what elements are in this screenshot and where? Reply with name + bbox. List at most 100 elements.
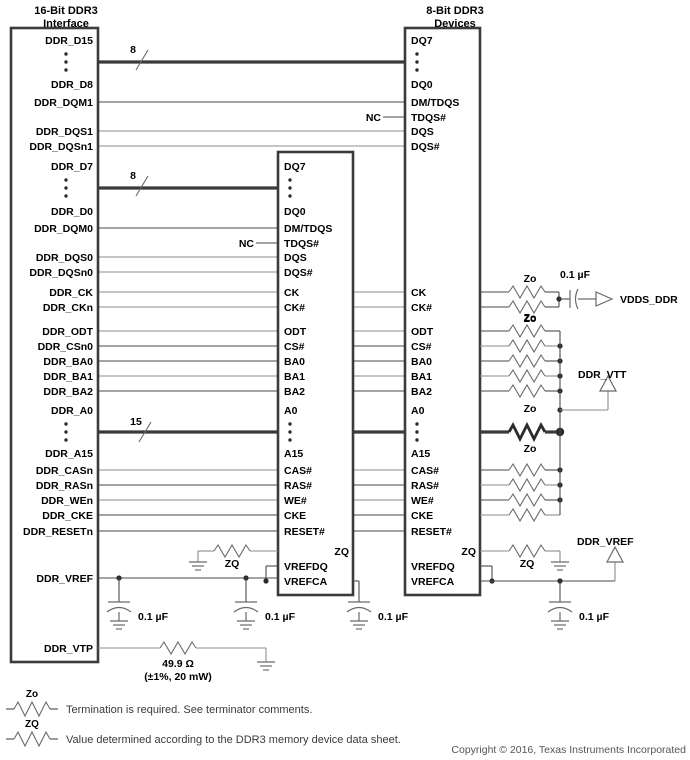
mid-pin-BA0: BA0	[284, 356, 305, 368]
right-pin-A0: A0	[411, 405, 425, 417]
nc-label-upper: NC	[366, 112, 382, 124]
soc-pin-DDR_DQSn0: DDR_DQSn0	[29, 267, 93, 279]
cap-value-1: 0.1 µF	[138, 611, 169, 623]
ddr-vref-net	[98, 575, 278, 581]
soc-pin-DDR_RESETn: DDR_RESETn	[23, 526, 93, 538]
address-bus: 15	[98, 416, 405, 443]
mid-pin-RESET#: RESET#	[284, 526, 325, 538]
right-pin-CAS#: CAS#	[411, 465, 439, 477]
right-pin-WE#: WE#	[411, 495, 434, 507]
zo-label-ckn: Zo	[524, 312, 537, 324]
soc-pin-DDR_D15: DDR_D15	[45, 35, 93, 47]
data-bus-low-byte: 8	[98, 170, 278, 197]
soc-pin-DDR_CKn: DDR_CKn	[43, 302, 93, 314]
soc-ellipsis-data-high	[64, 52, 68, 72]
mid-pin-RAS#: RAS#	[284, 480, 312, 492]
right-pin-DQ7: DQ7	[411, 35, 433, 47]
net-label-ddr-vtt: DDR_VTT	[578, 369, 627, 381]
legend-symbol-zq: ZQ	[25, 719, 39, 730]
bus-width-label-low: 8	[130, 170, 136, 182]
mid-pin-BA2: BA2	[284, 386, 305, 398]
right-pin-ODT: ODT	[411, 326, 434, 338]
ground-symbol-zq-right	[551, 561, 569, 571]
right-pin-CKE: CKE	[411, 510, 433, 522]
right-pin-CK: CK	[411, 287, 427, 299]
copyright-notice: Copyright © 2016, Texas Instruments Inco…	[451, 744, 686, 756]
vtp-resistor-tolerance: (±1%, 20 mW)	[144, 671, 212, 683]
soc-pin-DDR_BA0: DDR_BA0	[43, 356, 93, 368]
zo-label-ck: Zo	[524, 273, 537, 285]
mid-pin-CAS#: CAS#	[284, 465, 312, 477]
power-flag-ddr-vref	[606, 545, 624, 563]
zo-label-addr-top: Zo	[524, 403, 537, 415]
soc-pin-DDR_DQS1: DDR_DQS1	[36, 126, 93, 138]
soc-pin-DDR_BA1: DDR_BA1	[43, 371, 93, 383]
signal-wires	[98, 101, 405, 532]
mid-pin-DQS#: DQS#	[284, 267, 313, 279]
soc-block-outline	[9, 26, 100, 664]
soc-pin-DDR_BA2: DDR_BA2	[43, 386, 93, 398]
net-label-vdds-ddr: VDDS_DDR	[620, 294, 678, 306]
soc-pin-DDR_VTP: DDR_VTP	[44, 643, 93, 655]
decoupling-capacitor-2: 0.1 µF	[233, 578, 296, 630]
soc-pin-labels: DDR_D15 DDR_D8 DDR_DQM1 DDR_DQS1 DDR_DQS…	[23, 35, 94, 655]
legend-text-zo: Termination is required. See terminator …	[66, 704, 312, 716]
soc-pin-DDR_VREF: DDR_VREF	[36, 573, 93, 585]
mid-pin-A0: A0	[284, 405, 298, 417]
soc-pin-DDR_D0: DDR_D0	[51, 206, 93, 218]
mid-pin-DQ7: DQ7	[284, 161, 306, 173]
mid-pin-A15: A15	[284, 448, 303, 460]
soc-pin-DDR_A15: DDR_A15	[45, 448, 93, 460]
cap-value-4: 0.1 µF	[579, 611, 610, 623]
nc-label-lower: NC	[239, 238, 255, 250]
right-pin-DM-TDQS: DM/TDQS	[411, 97, 459, 109]
soc-pin-DDR_CSn0: DDR_CSn0	[38, 341, 94, 353]
right-pin-BA1: BA1	[411, 371, 432, 383]
mid-pin-WE#: WE#	[284, 495, 307, 507]
right-device-pin-labels: DQ7 DQ0 DM/TDQS TDQS# DQS DQS# CK CK# OD…	[411, 35, 476, 588]
bus-width-label-address: 15	[130, 416, 142, 428]
soc-pin-DDR_CKE: DDR_CKE	[42, 510, 93, 522]
mid-pin-BA1: BA1	[284, 371, 305, 383]
soc-ellipsis-data-low	[64, 178, 68, 198]
mid-device-block-outline	[276, 150, 355, 597]
legend-zq: ZQ Value determined according to the DDR…	[6, 719, 401, 748]
soc-pin-DDR_DQM0: DDR_DQM0	[34, 223, 93, 235]
zo-label-cmd: Zo	[524, 313, 537, 325]
soc-pin-DDR_WEn: DDR_WEn	[41, 495, 93, 507]
left-block-title-line1: 16-Bit DDR3	[34, 5, 98, 17]
legend-symbol-zo: Zo	[26, 689, 38, 700]
right-pin-BA2: BA2	[411, 386, 432, 398]
right-pin-RAS#: RAS#	[411, 480, 439, 492]
mid-ellipsis-address	[288, 422, 292, 442]
termination-network: Zo Zo VDDS_DDR 0.1 µF Zo	[480, 269, 678, 584]
data-bus-high-byte: 8	[98, 44, 405, 71]
junction-dot-vref-mid	[263, 578, 269, 584]
bus-width-label-high: 8	[130, 44, 136, 56]
right-pin-VREFCA: VREFCA	[411, 576, 455, 588]
mid-ellipsis-data	[288, 178, 292, 198]
decoupling-capacitor-4: 0.1 µF	[547, 581, 610, 630]
vtp-resistor-value: 49.9 Ω	[162, 658, 194, 670]
zo-label-addr-bottom: Zo	[524, 443, 537, 455]
right-pin-DQ0: DQ0	[411, 79, 433, 91]
mid-pin-DQS: DQS	[284, 252, 307, 264]
soc-pin-DDR_RASn: DDR_RASn	[36, 480, 93, 492]
mid-pin-ODT: ODT	[284, 326, 307, 338]
right-pin-BA0: BA0	[411, 356, 432, 368]
soc-ellipsis-address	[64, 422, 68, 442]
legend-text-zq: Value determined according to the DDR3 m…	[66, 734, 401, 746]
net-label-ddr-vref: DDR_VREF	[577, 536, 634, 548]
zq-label-mid: ZQ	[225, 558, 240, 570]
soc-pin-DDR_DQSn1: DDR_DQSn1	[29, 141, 93, 153]
soc-pin-DDR_DQS0: DDR_DQS0	[36, 252, 93, 264]
mid-pin-CS#: CS#	[284, 341, 305, 353]
soc-pin-DDR_D7: DDR_D7	[51, 161, 93, 173]
soc-pin-DDR_DQM1: DDR_DQM1	[34, 97, 93, 109]
mid-pin-CKE: CKE	[284, 510, 306, 522]
ground-symbol-zq-mid	[189, 561, 207, 571]
right-pin-VREFDQ: VREFDQ	[411, 561, 455, 573]
mid-pin-DM-TDQS: DM/TDQS	[284, 223, 332, 235]
right-pin-TDQS#: TDQS#	[411, 112, 446, 124]
